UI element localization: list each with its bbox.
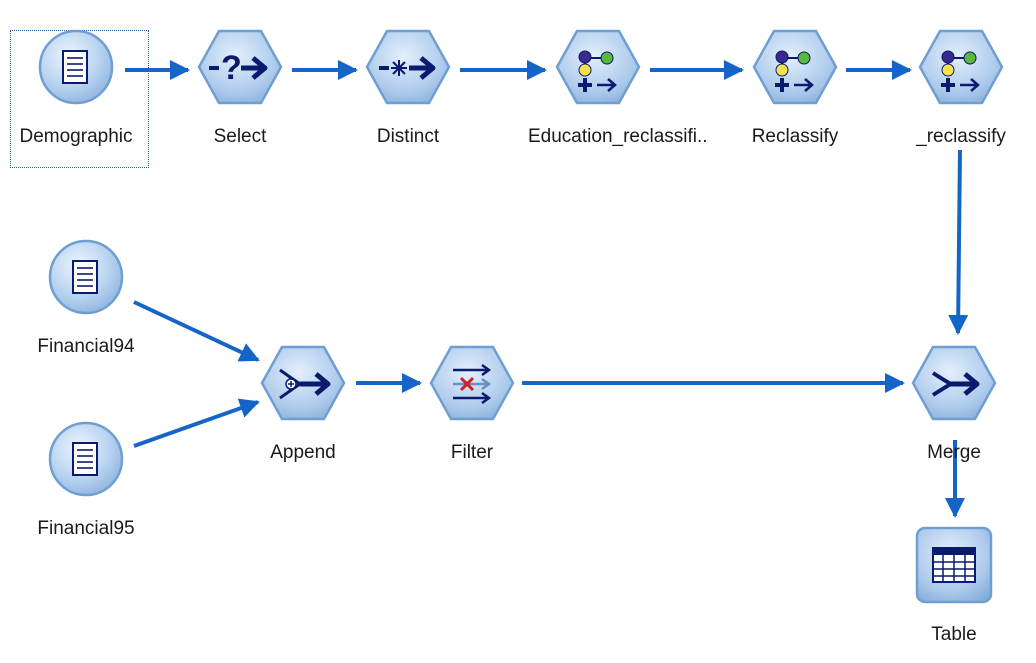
node-select[interactable]: ? Select bbox=[170, 14, 310, 164]
node-filter[interactable]: Filter bbox=[402, 330, 542, 480]
connections bbox=[125, 60, 969, 518]
source-file-icon bbox=[48, 421, 124, 497]
reclassify-icon bbox=[555, 29, 641, 105]
merge-icon bbox=[911, 345, 997, 421]
source-file-icon bbox=[48, 239, 124, 315]
reclassify-icon bbox=[752, 29, 838, 105]
append-icon bbox=[260, 345, 346, 421]
node-financial95[interactable]: Financial95 bbox=[16, 406, 156, 556]
node-label: Demographic bbox=[19, 126, 133, 147]
node-label: Distinct bbox=[376, 126, 440, 147]
node-label: Append bbox=[270, 442, 336, 463]
connector-financial94-to-append[interactable] bbox=[133, 300, 260, 362]
node-label: Merge bbox=[927, 442, 981, 463]
node-reclassify-2[interactable]: _reclassify bbox=[891, 14, 1031, 164]
node-merge[interactable]: Merge bbox=[884, 330, 1024, 480]
node-label: Financial94 bbox=[37, 336, 135, 357]
node-label: Financial95 bbox=[37, 518, 135, 539]
svg-text:?: ? bbox=[221, 49, 242, 87]
filter-icon bbox=[429, 345, 515, 421]
distinct-icon bbox=[365, 29, 451, 105]
node-reclassify[interactable]: Reclassify bbox=[725, 14, 865, 164]
connector-financial95-to-append[interactable] bbox=[133, 398, 260, 448]
node-label: Filter bbox=[450, 442, 494, 463]
connector-reclassify2-to-merge[interactable] bbox=[948, 149, 969, 335]
node-table[interactable]: Table bbox=[884, 512, 1024, 662]
node-financial94[interactable]: Financial94 bbox=[16, 224, 156, 374]
node-append[interactable]: Append bbox=[233, 330, 373, 480]
node-label: _reclassify bbox=[916, 126, 1006, 147]
node-distinct[interactable]: Distinct bbox=[338, 14, 478, 164]
node-label: Table bbox=[931, 624, 977, 645]
node-label: Education_reclassifi.. bbox=[528, 126, 708, 147]
node-education-reclassify[interactable]: Education_reclassifi.. bbox=[528, 14, 708, 164]
table-icon bbox=[915, 526, 993, 604]
node-label: Reclassify bbox=[751, 126, 839, 147]
select-icon: ? bbox=[197, 29, 283, 105]
source-file-icon bbox=[38, 29, 114, 105]
node-label: Select bbox=[213, 126, 267, 147]
node-demographic[interactable]: Demographic bbox=[6, 14, 149, 168]
reclassify-icon bbox=[918, 29, 1004, 105]
